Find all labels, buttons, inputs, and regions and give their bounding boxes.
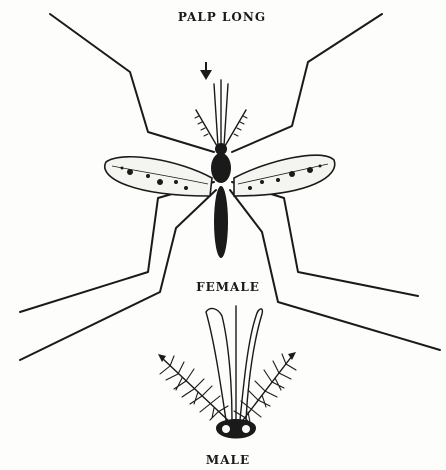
thorax bbox=[211, 153, 231, 183]
middle-leg-left bbox=[20, 182, 214, 312]
abdomen bbox=[214, 186, 228, 258]
hind-leg-right bbox=[230, 190, 440, 350]
title-label: PALP LONG bbox=[178, 10, 266, 24]
down-arrow-icon bbox=[200, 62, 212, 80]
middle-leg-right bbox=[232, 182, 418, 296]
front-leg-left bbox=[50, 14, 214, 152]
hind-leg-left bbox=[20, 190, 216, 360]
female-antenna-left bbox=[196, 110, 217, 146]
male-head-detail bbox=[158, 306, 296, 439]
male-label: MALE bbox=[206, 453, 250, 467]
female-body bbox=[211, 143, 231, 258]
male-head bbox=[216, 419, 256, 439]
female-palp-left bbox=[214, 84, 218, 146]
female-palp-right bbox=[224, 84, 228, 146]
front-leg-right bbox=[232, 14, 382, 152]
female-label: FEMALE bbox=[196, 280, 260, 294]
wing-right bbox=[234, 155, 335, 196]
wing-left bbox=[105, 157, 212, 196]
female-antenna-right bbox=[225, 110, 246, 146]
